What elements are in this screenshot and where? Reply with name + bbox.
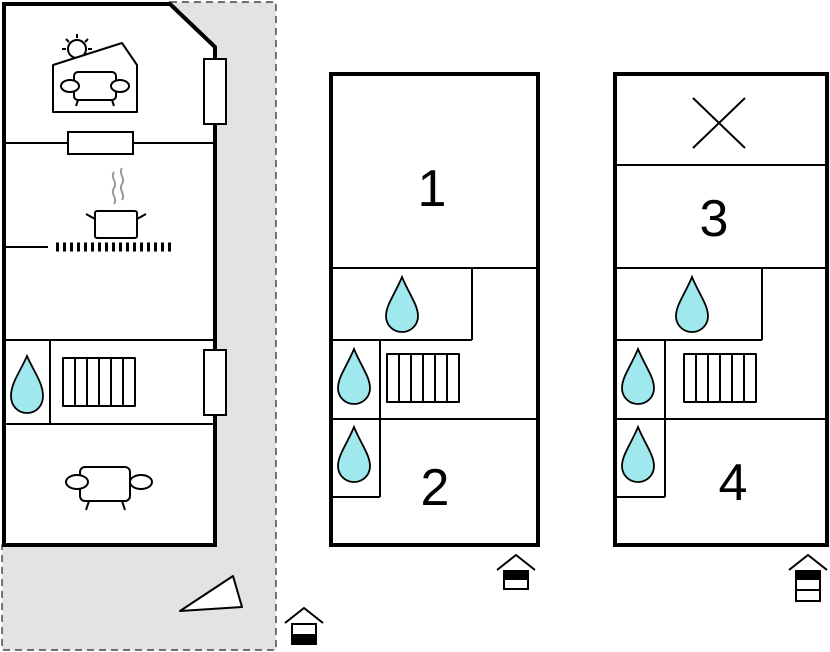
radiator-icon [62, 357, 136, 407]
water-drop-icon [621, 346, 655, 405]
window [203, 349, 227, 416]
water-drop-icon [621, 424, 655, 483]
window [203, 58, 227, 125]
first-floor-walls [329, 72, 540, 547]
room-number: 2 [421, 459, 450, 517]
radiator-icon [683, 353, 757, 403]
sofa-icon [60, 71, 130, 107]
floor-second: 3 4 [613, 72, 829, 602]
sofa-icon [65, 466, 153, 511]
void-cross-icon [692, 97, 746, 149]
water-drop-icon [337, 424, 371, 483]
water-drop-icon [10, 353, 44, 414]
house-floor-icon [284, 606, 324, 645]
room-number: 4 [719, 454, 748, 512]
room-number: 1 [418, 160, 447, 218]
water-drop-icon [337, 346, 371, 405]
house-floor-icon [788, 553, 828, 602]
floor-first: 1 2 [329, 72, 540, 590]
terrace-icon [179, 575, 243, 612]
second-floor-walls [613, 72, 829, 547]
terrace-area [1, 1, 277, 651]
ground-floor-walls [2, 1, 217, 547]
cooking-pot-icon [85, 167, 147, 239]
room-number: 3 [700, 190, 729, 248]
floor-ground [1, 1, 324, 651]
water-drop-icon [385, 274, 419, 333]
water-drop-icon [675, 274, 709, 333]
radiator-icon [386, 353, 460, 403]
window [67, 131, 134, 155]
house-floor-icon [496, 553, 536, 590]
sun-icon [62, 34, 92, 59]
